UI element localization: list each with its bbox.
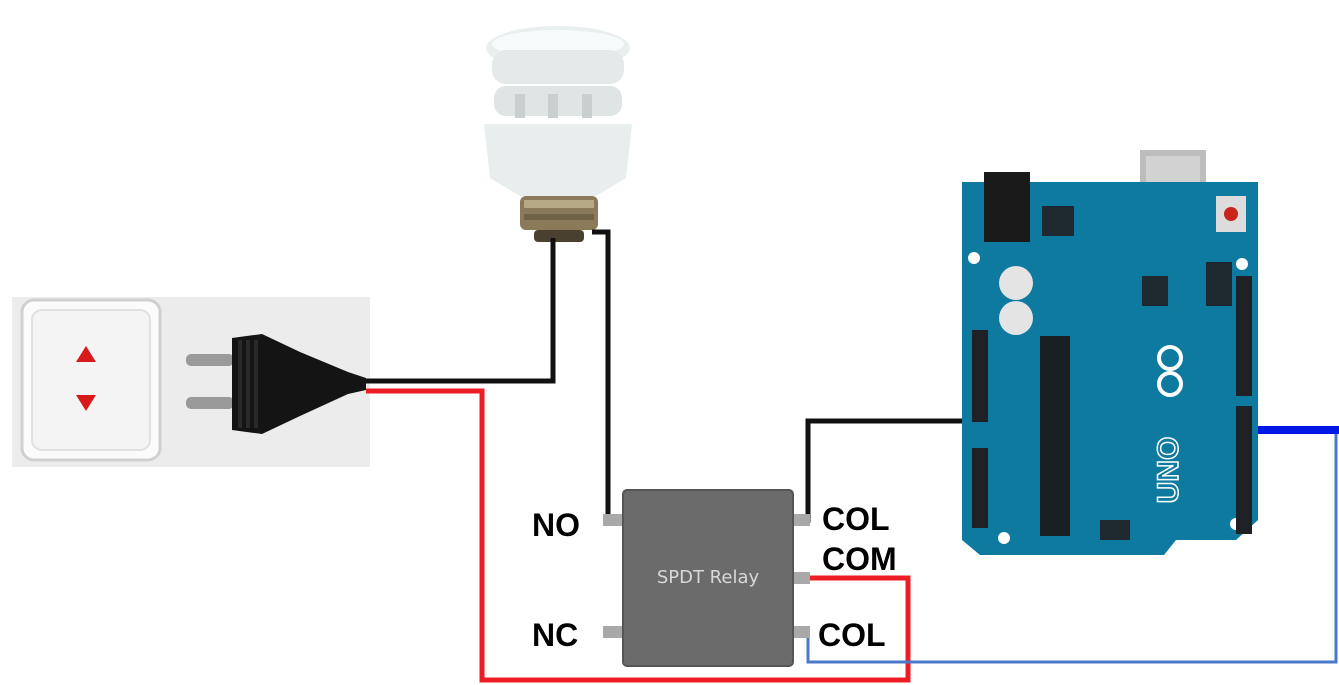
wire-plug-to-relay-com (366, 388, 911, 683)
power-plug (186, 334, 366, 434)
pin-label-col-bottom: COL (818, 617, 886, 653)
arduino-logo-text: UNO (1152, 437, 1185, 504)
wire-plug-to-bulb (366, 238, 556, 384)
relay-title: SPDT Relay (657, 567, 760, 588)
cfl-bulb (484, 26, 632, 242)
pin-label-com: COM (822, 541, 897, 577)
pin-label-col-top: COL (822, 501, 890, 537)
pin-label-nc: NC (532, 617, 578, 653)
arduino-uno-board: UNO (962, 150, 1258, 555)
pin-label-no: NO (532, 507, 580, 543)
wire-bulb-to-relay-no (592, 229, 620, 523)
spdt-relay: SPDT Relay (603, 489, 810, 667)
arduino-infinity-icon (1157, 345, 1183, 397)
